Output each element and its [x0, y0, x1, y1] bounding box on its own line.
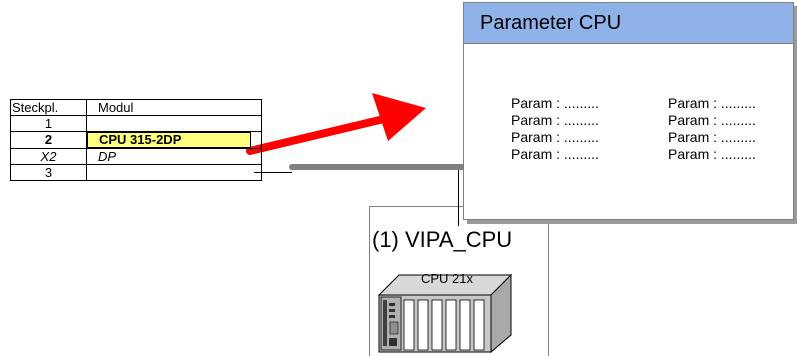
io-slot-1 — [403, 299, 415, 351]
param-entry: Param : ......... — [511, 95, 599, 111]
parameter-window[interactable]: Parameter CPU Param : ......... Param : … — [463, 2, 794, 220]
module-name — [86, 115, 262, 132]
table-row[interactable]: 1 — [10, 115, 262, 132]
io-slot-4 — [445, 299, 457, 351]
param-entry: Param : ......... — [668, 112, 756, 128]
param-entry: Param : ......... — [511, 146, 599, 162]
param-entry: Param : ......... — [668, 146, 756, 162]
station-title: (1) VIPA_CPU — [372, 227, 513, 252]
cpu-model-label: CPU 21x — [421, 271, 474, 286]
table-row-cpu[interactable]: 2 CPU 315-2DP — [10, 131, 262, 149]
module-name-cell: CPU 315-2DP — [86, 131, 262, 149]
cpu-module-name[interactable]: CPU 315-2DP — [87, 132, 251, 148]
module-name: DP — [86, 148, 262, 165]
param-column-right: Param : ......... Param : ......... Para… — [668, 95, 756, 163]
table-row-dp[interactable]: X2 DP — [10, 148, 262, 165]
slot-number: 2 — [10, 131, 87, 149]
slot-table: Steckpl. Modul 1 2 CPU 315-2DP X2 DP 3 — [10, 99, 262, 181]
slot-number: 3 — [10, 164, 87, 181]
param-entry: Param : ......... — [511, 112, 599, 128]
parameter-window-title: Parameter CPU — [464, 3, 793, 44]
slot-number: X2 — [10, 148, 87, 165]
param-entry: Param : ......... — [668, 95, 756, 111]
param-entry: Param : ......... — [668, 129, 756, 145]
module-name — [86, 164, 262, 181]
io-slot-5 — [459, 299, 471, 351]
io-slot-2 — [417, 299, 429, 351]
table-row[interactable]: 3 — [10, 164, 262, 181]
param-entry: Param : ......... — [511, 129, 599, 145]
param-column-left: Param : ......... Param : ......... Para… — [511, 95, 599, 163]
header-module: Modul — [86, 99, 262, 116]
cpu-module-icon — [377, 273, 513, 354]
slot-number: 1 — [10, 115, 87, 132]
red-arrow — [246, 93, 426, 155]
io-slot-3 — [431, 299, 443, 351]
header-slot: Steckpl. — [10, 99, 87, 116]
io-slot-6 — [473, 299, 485, 351]
slot-table-header: Steckpl. Modul — [10, 99, 262, 116]
